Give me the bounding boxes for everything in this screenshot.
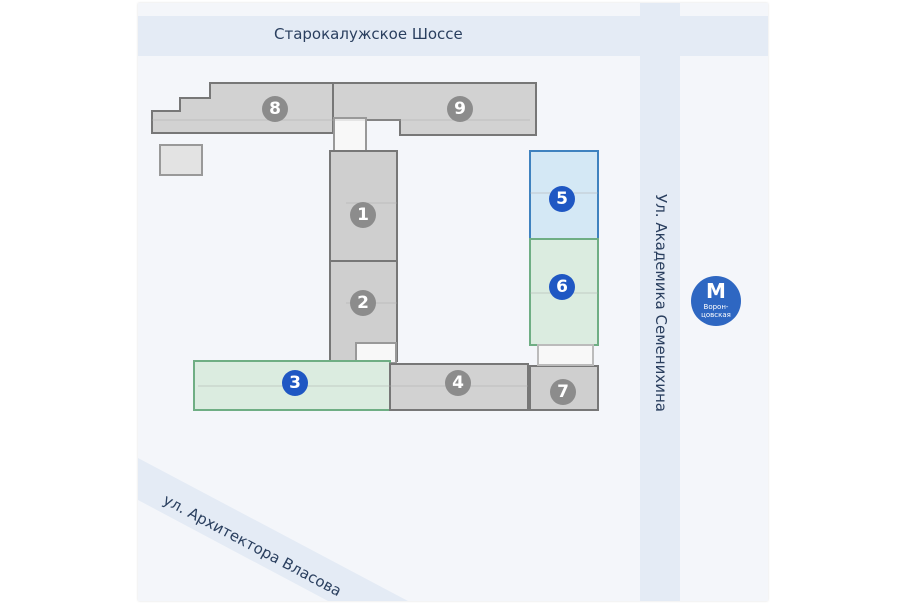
section-marker-2[interactable]: 2 — [350, 290, 376, 316]
section-marker-3[interactable]: 3 — [282, 370, 308, 396]
building-plan: ул. Архитектора Власова — [138, 82, 599, 601]
metro-station-badge: М Ворон- цовская — [691, 276, 741, 326]
section-marker-6[interactable]: 6 — [549, 274, 575, 300]
metro-station-line2: цовская — [701, 311, 731, 319]
metro-station-line1: Ворон- — [703, 303, 729, 311]
section-marker-8[interactable]: 8 — [262, 96, 288, 122]
road-semenikhina — [640, 3, 680, 601]
section-8[interactable] — [151, 82, 334, 134]
road-label-top: Старокалужское Шоссе — [274, 25, 463, 43]
section-marker-5[interactable]: 5 — [549, 186, 575, 212]
road-vlasova — [138, 458, 408, 601]
section-marker-4[interactable]: 4 — [445, 370, 471, 396]
section-marker-7[interactable]: 7 — [550, 379, 576, 405]
metro-icon: М — [706, 279, 726, 303]
road-label-diagonal: ул. Архитектора Власова — [160, 491, 344, 600]
floor-plan-map: Старокалужское Шоссе Ул. Академика Семен… — [138, 3, 768, 601]
section-marker-9[interactable]: 9 — [447, 96, 473, 122]
section-marker-1[interactable]: 1 — [350, 202, 376, 228]
